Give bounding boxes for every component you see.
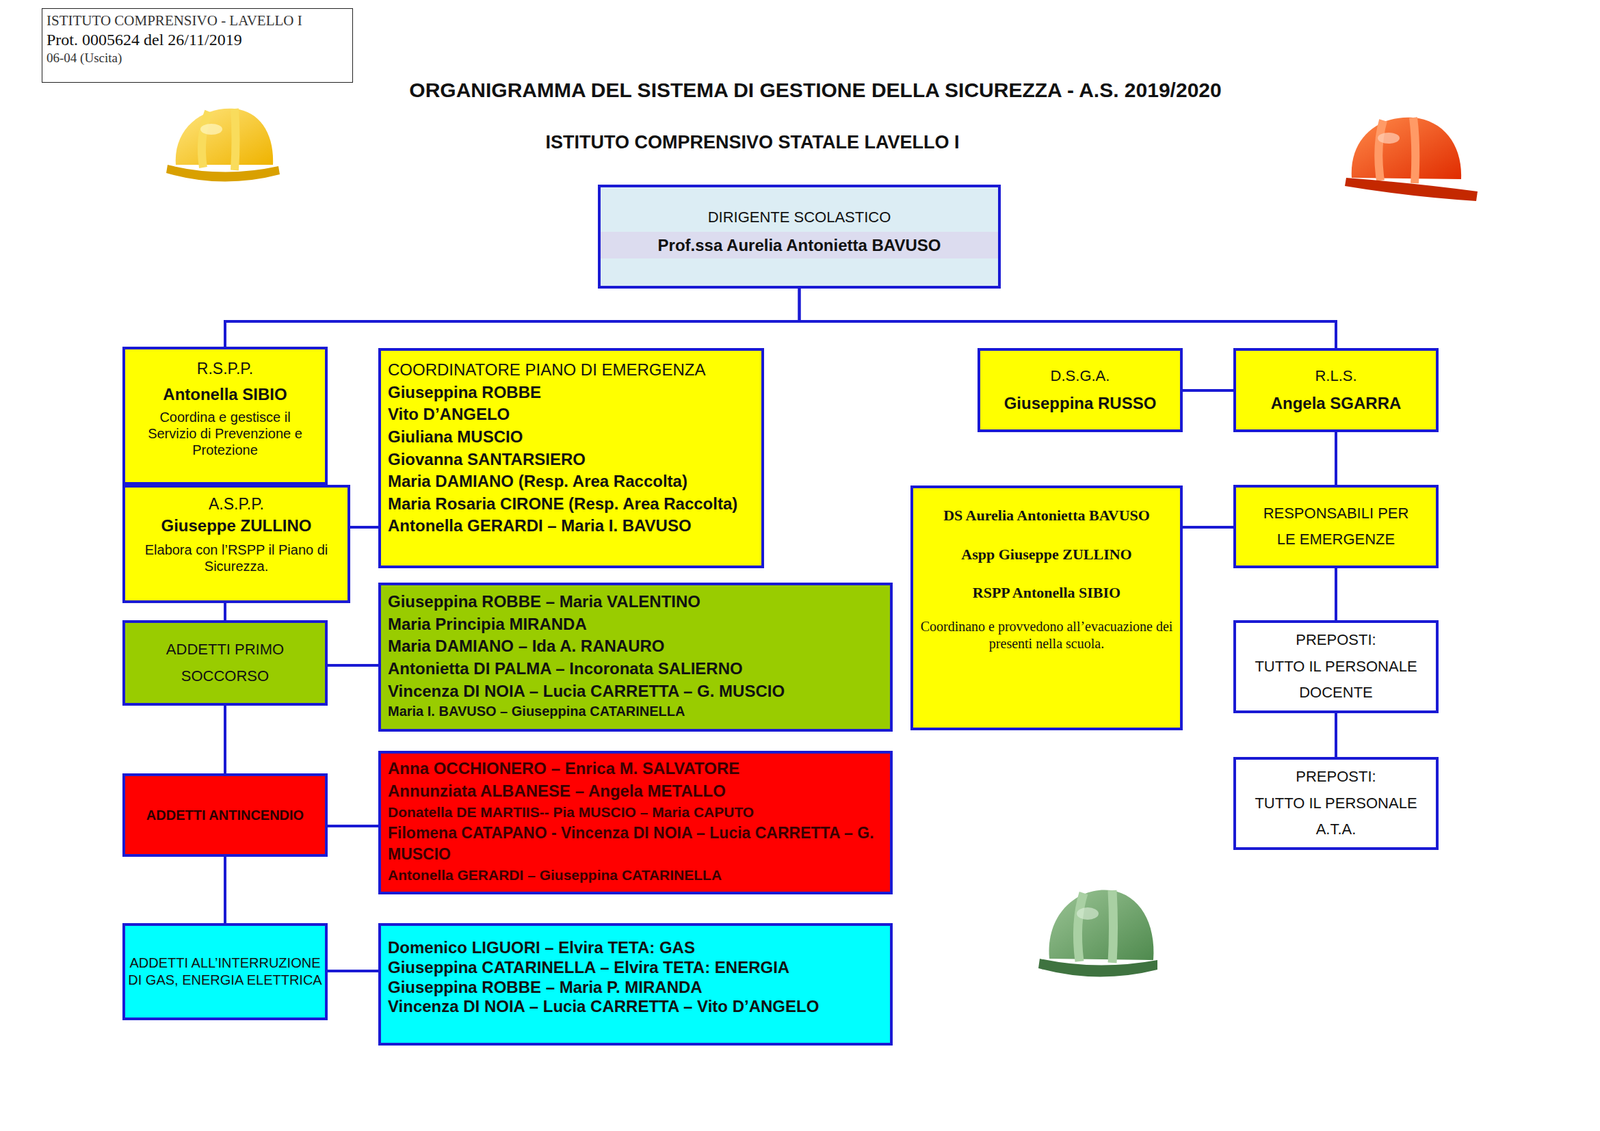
box-text: Antonella GERARDI – Giuseppina CATARINEL… bbox=[387, 865, 722, 886]
list-box: Anna OCCHIONERO – Enrica M. SALVATOREAnn… bbox=[378, 751, 893, 895]
role-box: R.S.P.P. Antonella SIBIO Coordina e gestis… bbox=[122, 346, 328, 485]
role-box: A.S.P.P.Giuseppe ZULLINO Elabora con l’RS… bbox=[122, 484, 351, 604]
box-text: ADDETTI ANTINCENDIO bbox=[146, 806, 304, 825]
box-text: Vito D’ANGELO bbox=[387, 403, 510, 427]
box-text: RSPP Antonella SIBIO bbox=[972, 583, 1121, 604]
box-text: PREPOSTI: bbox=[1295, 764, 1376, 791]
box-text: Prof.ssa Aurelia Antonietta BAVUSO bbox=[600, 231, 999, 259]
org-connector bbox=[1334, 432, 1338, 485]
box-text: Maria I. BAVUSO – Giuseppina CATARINELLA bbox=[387, 702, 686, 721]
box-text: A.S.P.P. bbox=[208, 494, 265, 516]
helmet-illustration bbox=[1344, 117, 1478, 202]
box-text: Antonella SIBIO bbox=[162, 383, 287, 405]
org-connector bbox=[327, 824, 379, 828]
box-text: ISTITUTO COMPRENSIVO - LAVELLO I bbox=[46, 11, 303, 30]
role-box: R.L.S. Angela SGARRA bbox=[1233, 348, 1439, 433]
role-box: PREPOSTI:TUTTO IL PERSONALE A.T.A. bbox=[1233, 757, 1439, 851]
box-text: Elabora con l’RSPP il Piano di Sicurezza… bbox=[137, 541, 336, 575]
box-text: DS Aurelia Antonietta BAVUSO bbox=[943, 506, 1150, 527]
org-connector bbox=[223, 603, 227, 621]
box-text: Prot. 0005624 del 26/11/2019 bbox=[46, 29, 243, 50]
role-box: RESPONSABILI PER LE EMERGENZE bbox=[1233, 484, 1439, 569]
box-text: Antonietta DI PALMA – Incoronata SALIERN… bbox=[387, 658, 743, 681]
box-text: D.S.G.A. bbox=[1050, 366, 1111, 387]
subtitle-label: ISTITUTO COMPRENSIVO STATALE LAVELLO I bbox=[273, 132, 1232, 154]
box-text: 06-04 (Uscita) bbox=[46, 49, 122, 67]
box-text: Angela SGARRA bbox=[1270, 392, 1402, 414]
box-text: Donatella DE MARTIIS-- Pia MUSCIO – Mari… bbox=[387, 802, 754, 823]
box-text: Coordinano e provvedono all’evacuazione … bbox=[918, 618, 1175, 653]
protocol-stamp: ISTITUTO COMPRENSIVO - LAVELLO IProt. 00… bbox=[41, 8, 353, 83]
box-text: PREPOSTI: bbox=[1295, 627, 1376, 654]
org-connector bbox=[327, 969, 379, 973]
box-text: TUTTO IL PERSONALE DOCENTE bbox=[1249, 653, 1424, 707]
org-connector bbox=[1182, 389, 1234, 392]
org-connector bbox=[1182, 526, 1234, 529]
box-text: DIRIGENTE SCOLASTICO bbox=[707, 207, 892, 228]
box-text: R.L.S. bbox=[1314, 366, 1357, 387]
org-connector bbox=[350, 526, 379, 529]
box-text: Antonella GERARDI – Maria I. BAVUSO bbox=[387, 515, 692, 538]
list-box: Giuseppina ROBBE – Maria VALENTINOMaria … bbox=[378, 582, 893, 732]
role-box: ADDETTI ALL’INTERRUZIONE DI GAS, ENERGIA… bbox=[122, 923, 328, 1021]
box-text: Annunziata ALBANESE – Angela METALLO bbox=[387, 780, 726, 804]
box-text: Vincenza DI NOIA – Lucia CARRETTA – G. M… bbox=[387, 680, 785, 704]
box-text: Domenico LIGUORI – Elvira TETA: GAS bbox=[387, 938, 695, 959]
box-text: TUTTO IL PERSONALE A.T.A. bbox=[1249, 790, 1424, 844]
role-box: ADDETTI PRIMO SOCCORSO bbox=[122, 620, 328, 706]
box-text: Giuseppina RUSSO bbox=[1004, 392, 1157, 414]
box-text: Giuseppina CATARINELLA – Elvira TETA: EN… bbox=[387, 958, 790, 979]
org-connector bbox=[1334, 713, 1338, 758]
list-box: Domenico LIGUORI – Elvira TETA: GASGiuse… bbox=[378, 923, 893, 1046]
box-text: Giuseppe ZULLINO bbox=[160, 515, 312, 537]
role-box: ADDETTI ANTINCENDIO bbox=[122, 773, 328, 858]
box-text: Maria Rosaria CIRONE (Resp. Area Raccolt… bbox=[387, 493, 738, 516]
box-text: Maria DAMIANO – Ida A. RANAURO bbox=[387, 635, 665, 659]
box-text: R.S.P.P. bbox=[197, 359, 254, 380]
box-text: Giuliana MUSCIO bbox=[387, 426, 523, 449]
role-box: D.S.G.A. Giuseppina RUSSO bbox=[977, 348, 1183, 433]
box-text: ADDETTI PRIMO SOCCORSO bbox=[153, 636, 297, 690]
box-text: Giuseppina ROBBE – Maria P. MIRANDA bbox=[387, 978, 703, 999]
head-box: DIRIGENTE SCOLASTICO Prof.ssa Aurelia Ant… bbox=[597, 184, 1001, 289]
evacuation-box: DS Aurelia Antonietta BAVUSO Aspp Giusepp… bbox=[910, 485, 1183, 731]
box-text: Coordina e gestisce il Servizio di Preve… bbox=[135, 409, 315, 459]
org-connector bbox=[225, 288, 800, 347]
box-text: ADDETTI ALL’INTERRUZIONE DI GAS, ENERGIA… bbox=[126, 954, 324, 990]
org-connector bbox=[223, 857, 227, 924]
box-text: Anna OCCHIONERO – Enrica M. SALVATORE bbox=[387, 757, 740, 781]
org-connector bbox=[799, 288, 1337, 349]
role-box: PREPOSTI:TUTTO IL PERSONALE DOCENTE bbox=[1233, 620, 1439, 714]
box-text: Giuseppina ROBBE – Maria VALENTINO bbox=[387, 591, 701, 614]
box-text: Aspp Giuseppe ZULLINO bbox=[961, 545, 1132, 566]
box-text: COORDINATORE PIANO DI EMERGENZA bbox=[387, 359, 706, 382]
helmet-illustration bbox=[1038, 889, 1158, 977]
box-text: Giovanna SANTARSIERO bbox=[387, 448, 586, 472]
box-text: RESPONSABILI PER LE EMERGENZE bbox=[1255, 500, 1417, 554]
org-connector bbox=[223, 705, 227, 774]
org-connector bbox=[1334, 568, 1338, 621]
org-connector bbox=[327, 664, 379, 667]
box-text: Filomena CATAPANO - Vincenza DI NOIA – L… bbox=[387, 822, 884, 867]
box-text: Vincenza DI NOIA – Lucia CARRETTA – Vito… bbox=[387, 997, 819, 1018]
box-text: Maria DAMIANO (Resp. Area Raccolta) bbox=[387, 470, 688, 494]
box-text: Maria Principia MIRANDA bbox=[387, 613, 587, 637]
helmet-illustration bbox=[166, 108, 280, 182]
list-box: COORDINATORE PIANO DI EMERGENZAGiuseppin… bbox=[378, 348, 765, 569]
box-text: Giuseppina ROBBE bbox=[387, 381, 542, 405]
